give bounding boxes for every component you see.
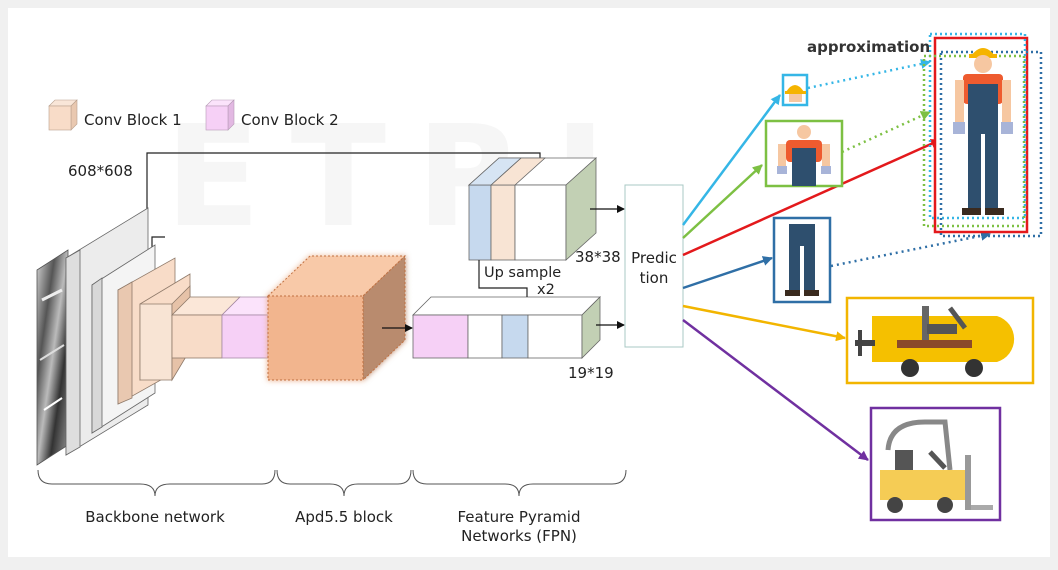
brace-fpn [412,469,627,497]
dotted-arrow-helmet-to-full [807,58,931,90]
legend-conv-block-2-label: Conv Block 2 [241,111,339,129]
legend: Conv Block 1 Conv Block 2 [48,99,339,131]
upsample-connection [478,260,528,297]
fpn-bottom-block [412,296,601,359]
worker-upper-body-icon [764,119,844,188]
section-braces [37,469,627,497]
input-image [36,249,69,466]
worker-legs-icon [772,216,832,304]
worker-full-body-icon [922,32,1043,238]
prediction-box [624,184,684,348]
input-size-label: 608*608 [68,162,133,180]
upsample-factor-label: x2 [537,282,555,298]
skip-connection-top [146,152,541,263]
brace-apd [276,469,412,497]
backbone-conv-block-1 [171,296,241,359]
prediction-label-line2: tion [640,269,669,287]
dotted-arrow-upper-to-full [841,110,931,154]
arrow-to-forklift-1 [682,304,846,342]
arrow-to-helmet [681,94,782,226]
forklift-icon [869,406,1002,522]
brace-backbone [37,469,276,497]
legend-conv-block-1-swatch [48,99,78,131]
arrow-to-forklift-2 [682,319,869,461]
arrow-to-legs [682,256,773,290]
section-label-fpn-line1: Feature Pyramid [457,508,580,526]
arrow-to-upper-body [682,164,763,239]
approximation-label: approximation [807,38,930,56]
fpn-top-size-label: 38*38 [575,248,621,266]
fpn-top-block [467,157,598,261]
section-label-backbone: Backbone network [85,508,225,526]
helmet-icon [781,73,809,107]
legend-conv-block-2-swatch [205,99,235,131]
prediction-label-line1: Predic [631,249,677,267]
section-label-fpn-line2: Networks (FPN) [461,527,577,545]
arrow-to-full-body [682,138,941,257]
apd-block [266,254,407,382]
section-label-apd: Apd5.5 block [295,508,393,526]
legend-conv-block-1-label: Conv Block 1 [84,111,182,129]
fpn-bottom-size-label: 19*19 [568,364,614,382]
forklift-icon [845,296,1035,385]
upsample-label: Up sample [484,265,561,281]
